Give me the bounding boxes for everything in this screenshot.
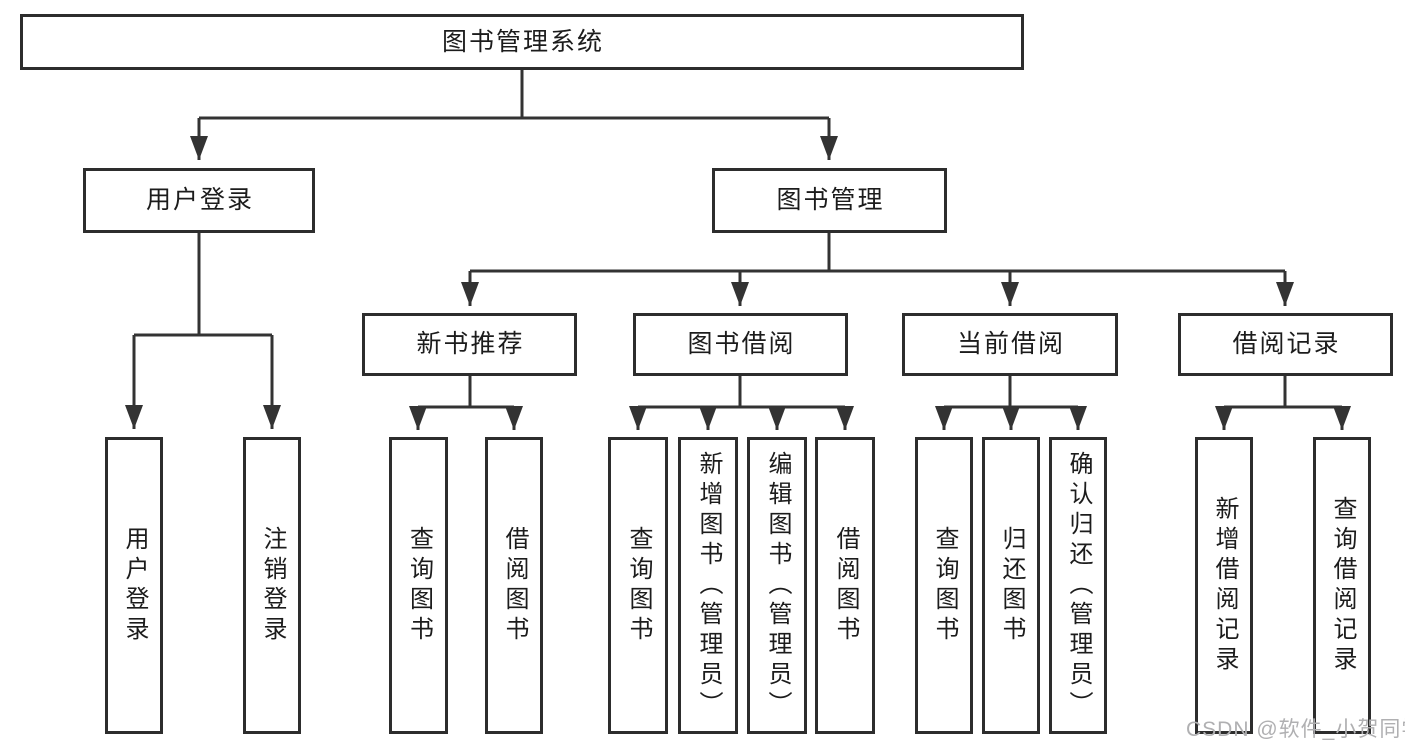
node-current-borrowing: 当前借阅 [902,313,1118,376]
connector-records-rail [1224,376,1342,409]
leaf-label: 新增借阅记录 [1211,495,1238,676]
node-label: 图书管理系统 [441,27,604,56]
leaf-borrowing-search-books: 查询图书 [608,437,668,734]
leaf-label: 确认归还（管理员） [1065,450,1092,721]
leaf-label: 注销登录 [259,525,286,646]
leaf-label: 查询图书 [405,525,433,646]
leaf-newbook-search-books: 查询图书 [389,437,448,734]
connector-book-mgmt-rail [470,233,1285,273]
node-label: 当前借阅 [956,330,1065,358]
connector-book-borrow-rail [638,376,845,409]
leaf-label: 借阅图书 [501,525,528,646]
node-label: 图书借阅 [687,330,796,358]
connector-current-rail [944,376,1078,409]
leaf-label: 归还图书 [998,525,1025,646]
leaf-label: 查询图书 [625,525,652,646]
leaf-borrowing-add-books-admin: 新增图书（管理员） [678,437,738,734]
csdn-watermark: CSDN @软件_小贺同学 [1186,718,1405,741]
connector-root-rail [199,70,829,120]
leaf-label: 编辑图书（管理员） [764,450,791,721]
leaf-records-add-borrow-record: 新增借阅记录 [1195,437,1253,734]
leaf-label: 新增图书（管理员） [695,450,722,721]
node-label: 图书管理 [776,186,885,214]
leaf-label: 用户登录 [121,525,148,646]
leaf-current-search-books: 查询图书 [915,437,973,734]
leaf-current-return-books: 归还图书 [982,437,1040,734]
leaf-current-confirm-return-admin: 确认归还（管理员） [1049,437,1107,734]
leaf-label: 查询借阅记录 [1329,495,1356,676]
leaf-user-login: 用户登录 [105,437,163,734]
leaf-newbook-borrow-books: 借阅图书 [485,437,543,734]
connector-new-book-rail [418,376,514,409]
leaf-borrowing-borrow-books: 借阅图书 [815,437,875,734]
leaf-logout: 注销登录 [243,437,301,734]
node-label: 新书推荐 [416,330,525,358]
node-book-borrowing: 图书借阅 [633,313,848,376]
leaf-label: 借阅图书 [832,525,859,646]
node-book-management: 图书管理 [712,168,947,233]
node-user-login: 用户登录 [83,168,315,233]
node-borrow-records: 借阅记录 [1178,313,1393,376]
connector-user-login-rail [134,233,272,337]
leaf-label: 查询图书 [931,525,958,646]
node-new-book-recommendation: 新书推荐 [362,313,577,376]
leaf-borrowing-edit-books-admin: 编辑图书（管理员） [747,437,807,734]
node-label: 借阅记录 [1232,330,1341,358]
node-label: 用户登录 [145,186,254,214]
node-library-management-system: 图书管理系统 [20,14,1024,70]
leaf-records-search-borrow-record: 查询借阅记录 [1313,437,1371,734]
